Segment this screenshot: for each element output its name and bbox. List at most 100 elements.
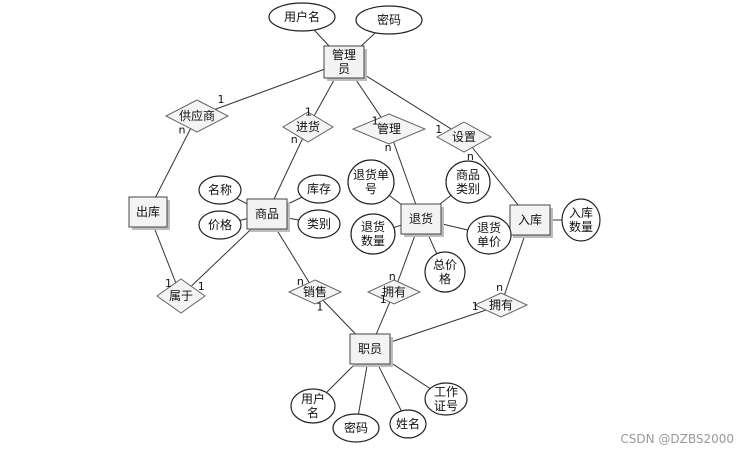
cardinality-label: 1 bbox=[472, 300, 479, 313]
attribute-ellipse bbox=[466, 215, 512, 255]
attribute-ellipse bbox=[424, 251, 466, 293]
attribute-ellipse bbox=[297, 209, 341, 239]
attribute-label: 单价 bbox=[477, 235, 501, 249]
entity-label: 出库 bbox=[136, 204, 160, 219]
attribute-label: 入库 bbox=[569, 205, 593, 220]
attribute-label: 名称 bbox=[208, 182, 232, 197]
relationship-r_sell: 销售 bbox=[287, 279, 343, 305]
attribute-a_staff_pwd: 密码 bbox=[332, 413, 380, 443]
cardinality-label: n bbox=[467, 150, 474, 163]
relationship-r_own1: 拥有 bbox=[366, 279, 422, 305]
entity-label: 员 bbox=[338, 62, 350, 76]
attribute-label: 价格 bbox=[208, 217, 232, 232]
entity-inbound: 入库 bbox=[509, 204, 553, 238]
relationship-diamond bbox=[366, 279, 422, 305]
attribute-ellipse bbox=[198, 175, 242, 205]
attribute-ellipse bbox=[561, 198, 601, 242]
watermark: CSDN @DZBS2000 bbox=[620, 432, 734, 446]
attribute-label: 用户 bbox=[301, 391, 325, 406]
relationship-r_setup: 设置 bbox=[435, 121, 493, 153]
entity-returns: 退货 bbox=[400, 203, 444, 237]
entity-box bbox=[128, 196, 168, 228]
cardinality-label: 1 bbox=[305, 105, 312, 118]
relationship-diamond bbox=[287, 279, 343, 305]
cardinality-label: n bbox=[389, 270, 396, 283]
entity-box bbox=[246, 198, 288, 230]
attribute-label: 类别 bbox=[456, 182, 480, 196]
attribute-a_staff_user: 用户名 bbox=[290, 388, 336, 424]
attribute-a_goods_cat: 类别 bbox=[297, 209, 341, 239]
relationship-label: 拥有 bbox=[382, 285, 406, 299]
cardinality-label: 1 bbox=[316, 301, 323, 314]
attribute-label: 密码 bbox=[377, 12, 401, 27]
attribute-ellipse bbox=[389, 409, 427, 439]
cardinality-label: 1 bbox=[198, 280, 205, 293]
attribute-label: 姓名 bbox=[396, 416, 420, 431]
relationship-label: 拥有 bbox=[489, 298, 513, 312]
relationship-diamond bbox=[282, 111, 334, 143]
attribute-label: 类别 bbox=[307, 217, 331, 231]
cardinality-label: 1 bbox=[372, 114, 379, 127]
relationship-diamond bbox=[473, 292, 529, 318]
attribute-label: 名 bbox=[307, 405, 319, 420]
attribute-label: 库存 bbox=[307, 181, 331, 196]
attribute-ellipse bbox=[350, 213, 396, 255]
attribute-a_goods_price: 价格 bbox=[198, 210, 242, 240]
attribute-label: 总价 bbox=[433, 258, 457, 272]
attribute-ellipse bbox=[297, 174, 341, 204]
attribute-ellipse bbox=[290, 388, 336, 424]
attribute-label: 退货 bbox=[361, 219, 385, 234]
attribute-a_goods_stock: 库存 bbox=[297, 174, 341, 204]
attribute-label: 工作 bbox=[434, 385, 458, 399]
entity-outbound: 出库 bbox=[128, 196, 170, 230]
entity-box bbox=[509, 204, 551, 236]
cardinality-label: 1 bbox=[165, 277, 172, 290]
entity-label: 退货 bbox=[409, 211, 433, 226]
attribute-ellipse bbox=[347, 159, 395, 205]
attribute-ellipse bbox=[198, 210, 242, 240]
cardinality-label: n bbox=[297, 275, 304, 288]
relationship-r_supplier: 供应商 bbox=[164, 99, 230, 133]
relationship-diamond bbox=[164, 99, 230, 133]
attribute-a_ret_total: 总价格 bbox=[424, 251, 466, 293]
relationship-label: 供应商 bbox=[179, 108, 215, 123]
entity-box bbox=[323, 45, 365, 79]
attribute-a_staff_name: 姓名 bbox=[389, 409, 427, 439]
edge-r_supplier-outbound bbox=[147, 115, 198, 213]
relationship-label: 进货 bbox=[296, 119, 320, 134]
attribute-a_goods_name: 名称 bbox=[198, 175, 242, 205]
attribute-label: 退货单 bbox=[353, 167, 389, 182]
diagram-nodes: 管理员出库商品退货入库职员用户名密码名称价格库存类别退货单号退货数量总价格商品类… bbox=[128, 2, 601, 443]
cardinality-label: n bbox=[291, 133, 298, 146]
relationship-diamond bbox=[351, 113, 427, 145]
entity-box bbox=[349, 333, 391, 365]
entity-label: 管理 bbox=[332, 47, 356, 62]
cardinality-label: 1 bbox=[380, 293, 387, 306]
relationship-label: 管理 bbox=[377, 121, 401, 136]
relationship-diamond bbox=[156, 278, 206, 314]
relationship-diamond bbox=[435, 121, 493, 153]
attribute-label: 用户名 bbox=[284, 9, 320, 24]
entity-label: 入库 bbox=[518, 212, 542, 227]
cardinality-label: 1 bbox=[218, 93, 225, 106]
attribute-ellipse bbox=[445, 160, 491, 204]
attribute-ellipse bbox=[268, 2, 336, 32]
cardinality-label: n bbox=[496, 281, 503, 294]
relationship-r_manage: 管理 bbox=[351, 113, 427, 145]
attribute-ellipse bbox=[332, 413, 380, 443]
attribute-ellipse bbox=[424, 382, 468, 416]
attribute-a_admin_pwd: 密码 bbox=[355, 5, 423, 35]
attribute-a_admin_user: 用户名 bbox=[268, 2, 336, 32]
attribute-label: 数量 bbox=[361, 233, 385, 248]
entity-box bbox=[400, 203, 442, 235]
attribute-label: 号 bbox=[365, 182, 377, 196]
entity-admin: 管理员 bbox=[323, 45, 367, 81]
entity-label: 职员 bbox=[358, 342, 382, 356]
